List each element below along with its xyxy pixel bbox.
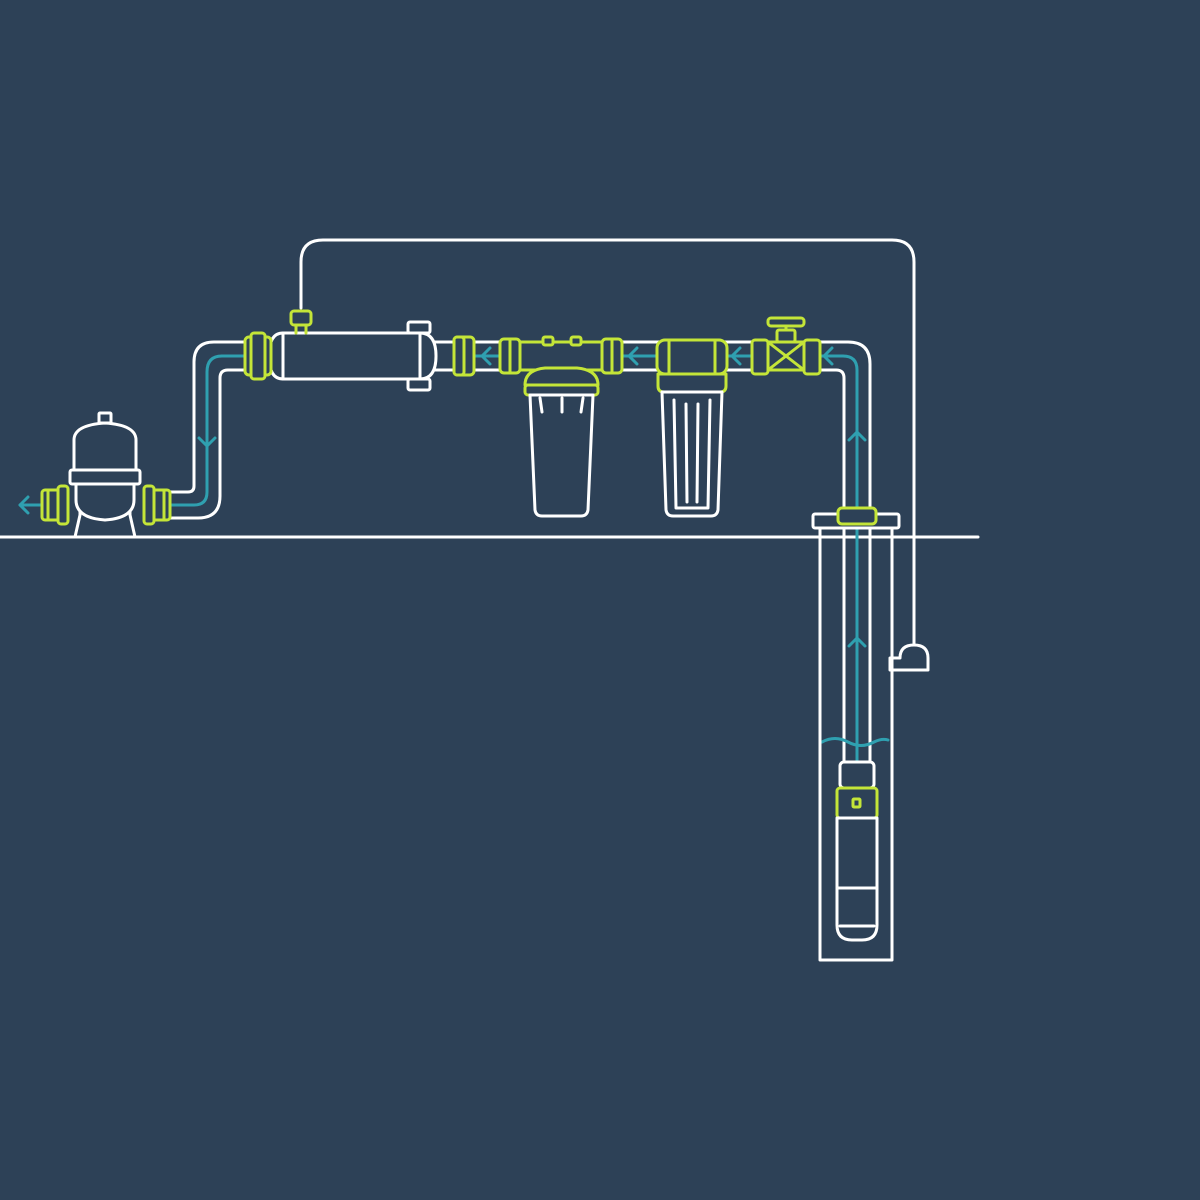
pressure-tank-icon [40, 411, 172, 539]
sediment-filter-icon [498, 335, 624, 518]
well-icon [811, 506, 901, 962]
cartridge-filter-icon [655, 338, 729, 518]
water-flow-line [18, 354, 890, 764]
uv-sterilizer-icon [243, 309, 476, 392]
control-wire [299, 238, 916, 647]
pump-icon [835, 760, 879, 942]
valve-icon [750, 316, 822, 376]
control-box-icon [888, 643, 930, 672]
pipe-network [168, 340, 872, 764]
flow-arrows [18, 346, 867, 648]
